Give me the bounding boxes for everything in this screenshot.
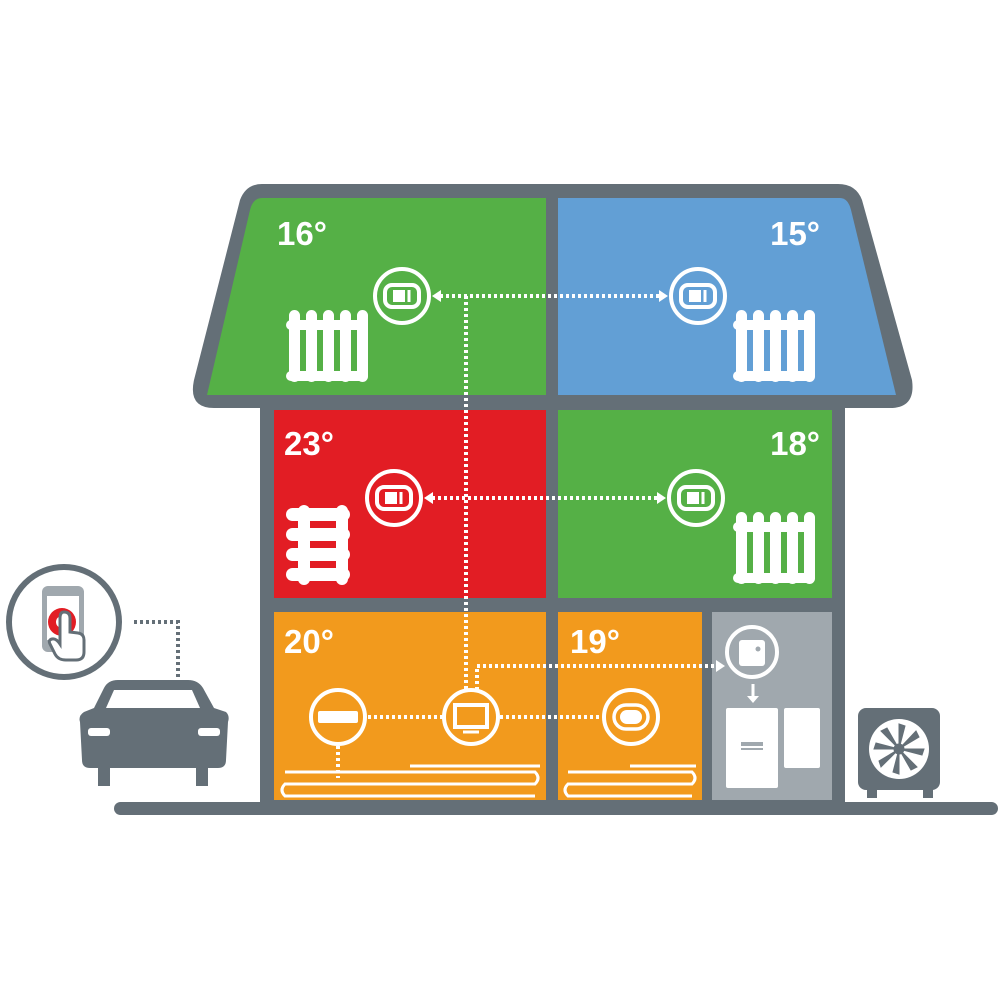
room-thermostat-icon[interactable] [602, 688, 660, 746]
room-attic-right[interactable]: 15° [558, 198, 896, 395]
underfloor-heating-icon [280, 764, 540, 798]
room-middle-left[interactable]: 23° [274, 410, 546, 598]
room-temperature: 23° [284, 425, 334, 462]
room-temperature: 19° [570, 623, 620, 660]
room-temperature: 18° [770, 425, 820, 462]
arrow-down-icon [747, 684, 759, 703]
car-icon[interactable] [79, 680, 229, 786]
boiler-icon[interactable] [726, 708, 778, 788]
smartphone-app-icon[interactable] [6, 564, 122, 680]
floor-heating-controller-icon[interactable] [309, 688, 367, 746]
heating-gateway-icon[interactable] [725, 625, 779, 679]
room-ground-left[interactable]: 20° [274, 612, 546, 800]
room-ground-middle[interactable]: 19° [558, 612, 702, 800]
room-temperature: 15° [770, 215, 820, 252]
hot-water-tank-icon[interactable] [784, 708, 820, 768]
towel-radiator-icon [286, 505, 350, 585]
room-temperature: 16° [277, 215, 327, 252]
underfloor-heating-icon [563, 764, 697, 798]
room-attic-left[interactable]: 16° [207, 198, 546, 395]
wall-thermostat-icon[interactable] [442, 688, 500, 746]
room-middle-right[interactable]: 18° [558, 410, 832, 598]
heat-pump-icon[interactable] [858, 708, 940, 798]
room-temperature: 20° [284, 623, 334, 660]
utility-room[interactable] [712, 612, 832, 800]
app-link [134, 620, 180, 688]
link-arrowheads [424, 290, 725, 672]
wireless-links [336, 294, 717, 778]
